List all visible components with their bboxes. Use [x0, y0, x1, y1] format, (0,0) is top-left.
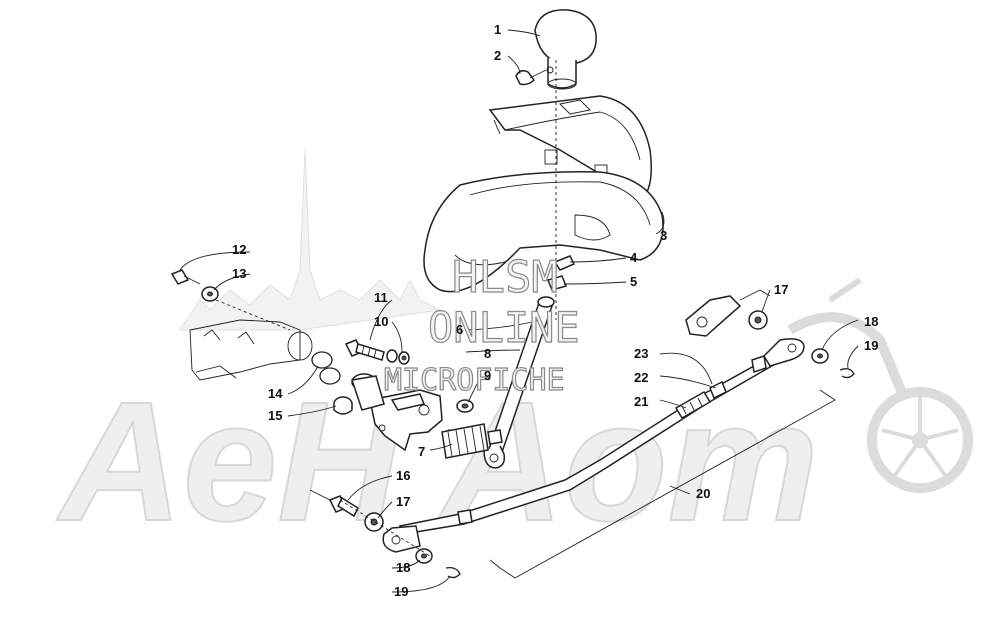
callout-17-left: 17 — [396, 494, 410, 509]
linkage-end — [685, 289, 771, 337]
pivot-bolt-11 — [344, 339, 385, 361]
shift-lever — [483, 296, 555, 469]
callout-19-right: 19 — [864, 338, 878, 353]
shift-knob — [534, 9, 597, 90]
callout-7: 7 — [418, 444, 425, 459]
callout-18-right: 18 — [864, 314, 878, 329]
watermark-microfiche: MICROFICHE — [384, 363, 565, 398]
callout-9: 9 — [484, 368, 491, 383]
bushing-15 — [333, 396, 353, 415]
clip-19-left — [445, 566, 461, 579]
callout-12: 12 — [232, 242, 246, 257]
callout-19-left: 19 — [394, 584, 408, 599]
pivot-bracket — [351, 373, 443, 452]
callout-17-right: 17 — [774, 282, 788, 297]
leader-lines — [179, 29, 859, 593]
adjuster-21 — [674, 390, 712, 420]
stud-16 — [328, 495, 359, 518]
callout-13: 13 — [232, 266, 246, 281]
callout-3: 3 — [660, 228, 667, 243]
skyline-watermark — [179, 149, 442, 331]
callout-4: 4 — [630, 250, 638, 265]
bushing-17-left — [364, 512, 384, 532]
spring — [441, 423, 489, 459]
frame-mount — [189, 299, 313, 381]
callout-2: 2 — [494, 48, 501, 63]
callout-15: 15 — [268, 408, 282, 423]
nut-washer-10 — [386, 349, 410, 365]
washer-18-left — [415, 548, 433, 564]
callout-16: 16 — [396, 468, 410, 483]
callout-10: 10 — [374, 314, 388, 329]
cover-screw — [546, 275, 568, 291]
callout-5: 5 — [630, 274, 637, 289]
washer-13 — [201, 286, 219, 302]
callout-22: 22 — [634, 370, 648, 385]
callout-14: 14 — [268, 386, 283, 401]
callout-1: 1 — [494, 22, 501, 37]
callout-18-left: 18 — [396, 560, 410, 575]
washer-18-right — [811, 348, 829, 364]
knob-screw — [515, 69, 547, 86]
bolt-12 — [170, 269, 201, 285]
watermark-online: ONLINE — [428, 303, 580, 352]
washer-9 — [456, 399, 474, 413]
callout-11: 11 — [374, 290, 388, 305]
o-rings-14 — [311, 351, 341, 385]
group-bracket-20 — [499, 389, 836, 579]
callouts: 1 2 3 4 5 6 7 8 9 10 11 12 13 14 15 16 1… — [232, 22, 878, 599]
callout-20: 20 — [696, 486, 710, 501]
clip-19-right — [839, 368, 855, 379]
shift-cover-lower — [423, 171, 664, 293]
callout-8: 8 — [484, 346, 491, 361]
motorcycle-watermark — [787, 277, 973, 493]
callout-23: 23 — [634, 346, 648, 361]
callout-6: 6 — [456, 322, 463, 337]
cover-clip — [553, 255, 576, 271]
bushing-17-right — [748, 310, 768, 330]
watermark-hlsm: HLSM — [452, 252, 558, 303]
jam-nut-22 — [709, 380, 727, 400]
callout-21: 21 — [634, 394, 648, 409]
